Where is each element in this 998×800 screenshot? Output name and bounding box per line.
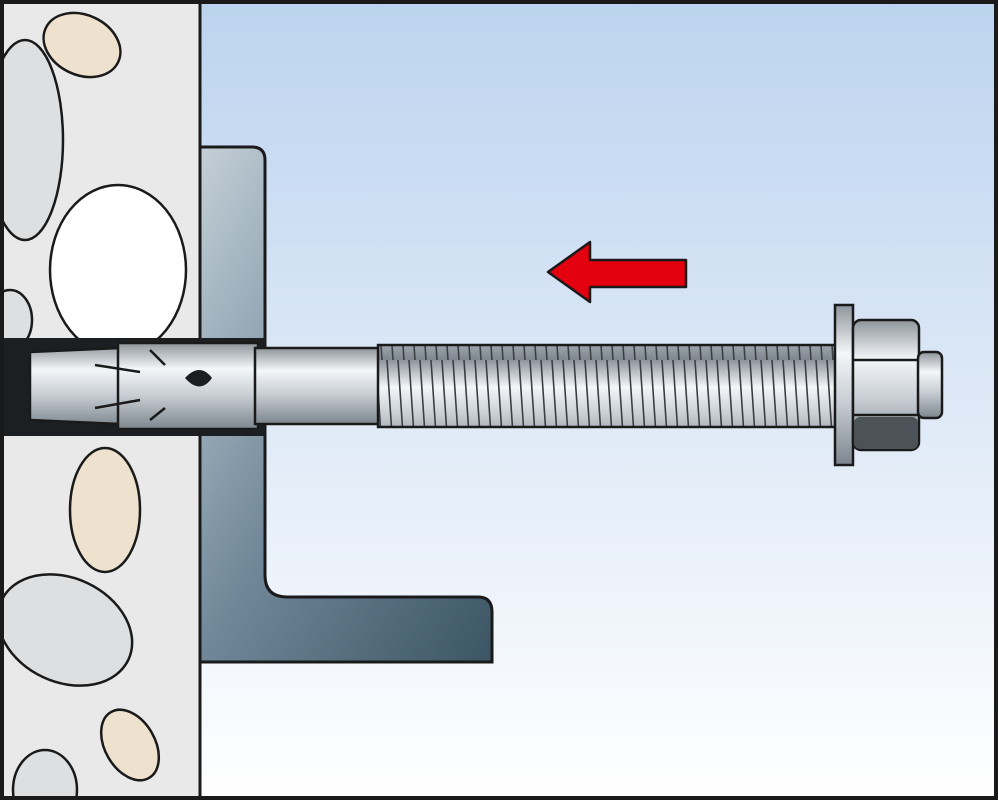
washer bbox=[833, 303, 855, 467]
anchor-bolt bbox=[28, 303, 944, 467]
arrow-left-icon bbox=[546, 240, 688, 304]
bolt-end bbox=[916, 350, 944, 420]
expansion-clip bbox=[116, 341, 260, 431]
bolt-thread bbox=[376, 343, 838, 429]
hex-nut bbox=[851, 318, 921, 452]
